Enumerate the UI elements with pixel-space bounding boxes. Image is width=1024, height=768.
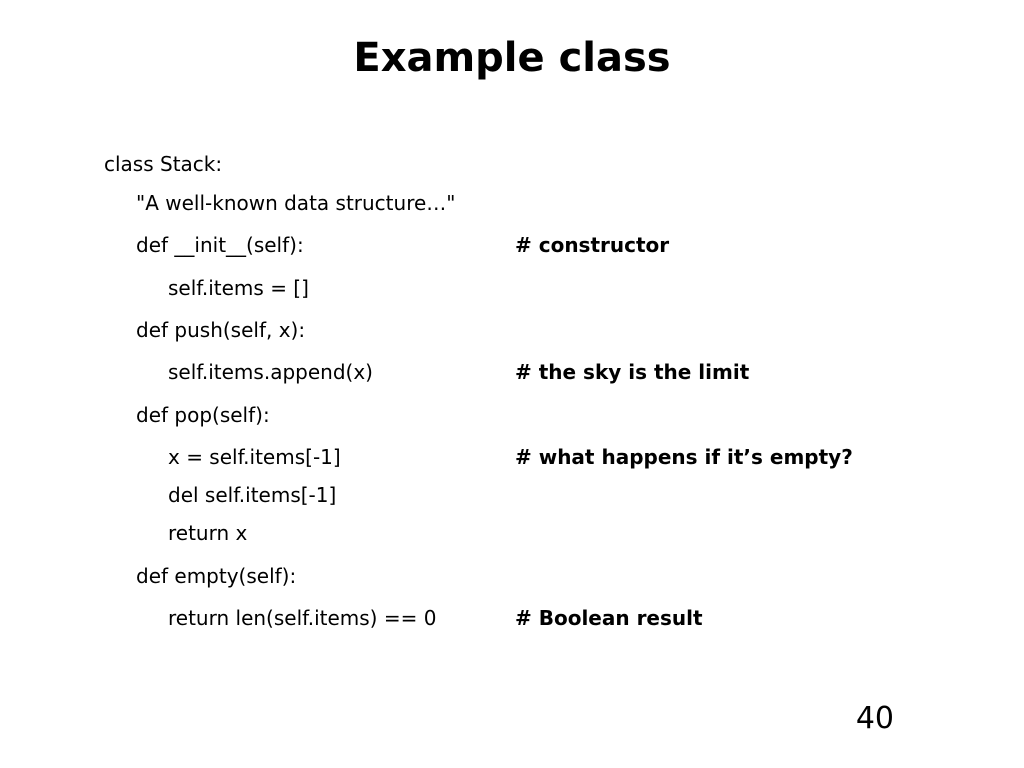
comment-empty-question: # what happens if it’s empty? xyxy=(515,445,853,469)
code-line-return-len: return len(self.items) == 0 xyxy=(168,606,437,630)
code-line-class-stack: class Stack: xyxy=(104,152,223,176)
code-line-append: self.items.append(x) xyxy=(168,360,373,384)
comment-boolean-result: # Boolean result xyxy=(515,606,703,630)
code-line-items-init: self.items = [] xyxy=(168,276,309,300)
code-line-return-x: return x xyxy=(168,521,248,545)
page-number: 40 xyxy=(855,701,894,736)
code-line-def-init: def __init__(self): xyxy=(136,233,304,257)
code-line-def-empty: def empty(self): xyxy=(136,564,297,588)
slide-title: Example class xyxy=(353,35,671,81)
comment-sky-limit: # the sky is the limit xyxy=(515,360,750,384)
comment-constructor: # constructor xyxy=(515,233,670,257)
code-line-del: del self.items[-1] xyxy=(168,483,337,507)
code-line-x-assign: x = self.items[-1] xyxy=(168,445,341,469)
code-line-docstring: "A well-known data structure…" xyxy=(136,191,456,215)
code-line-def-pop: def pop(self): xyxy=(136,403,270,427)
code-line-def-push: def push(self, x): xyxy=(136,318,306,342)
